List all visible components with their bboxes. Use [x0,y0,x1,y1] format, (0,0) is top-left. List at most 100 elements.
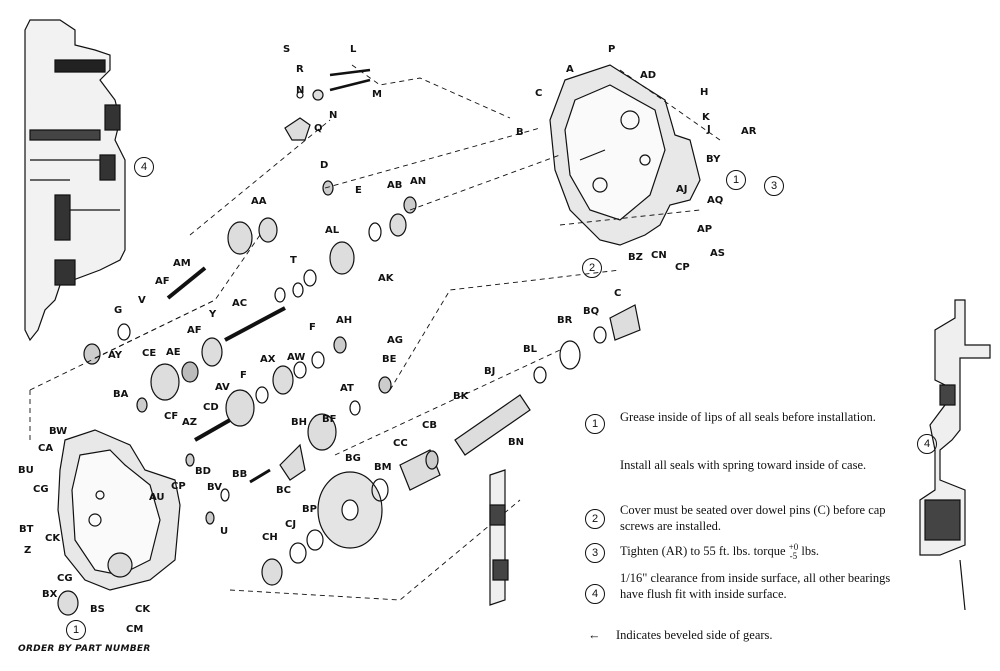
part-label-cd: CD [203,402,219,413]
shift-parts-group [284,68,371,141]
part-label-au: AU [149,492,165,503]
part-label-y: Y [208,309,217,320]
part-label-av: AV [215,382,230,393]
part-label-ce: CE [142,348,156,359]
part-label-ag: AG [387,335,403,346]
part-label-ae: AE [166,347,181,358]
part-label-ap: AP [697,224,712,235]
part-label-ck: CK [135,604,151,615]
part-label-r: R [296,64,304,75]
case-cross-section-left [24,19,126,342]
part-label-b: B [516,127,524,138]
note-number-3: 3 [585,543,605,563]
part-label-q: Q [314,123,323,134]
part-label-bn: BN [508,437,524,448]
case-cross-section-right [919,299,991,611]
note-1-text: Grease inside of lips of all seals befor… [620,410,876,424]
part-label-bh: BH [291,417,307,428]
part-label-ak: AK [378,273,395,284]
part-label-bj: BJ [484,366,495,377]
part-label-cg: CG [33,484,49,495]
arrow-legend-text: Indicates beveled side of gears. [616,628,773,642]
callout-4-topleft: 4 [134,157,154,177]
part-label-bu: BU [18,465,34,476]
part-label-bt: BT [19,524,34,535]
case-cover-right [549,64,701,246]
part-label-cf: CF [164,411,178,422]
callout-1-right: 1 [726,170,746,190]
part-label-cj: CJ [285,519,296,530]
part-label-cc: CC [393,438,408,449]
part-label-by: BY [706,154,721,165]
part-label-be: BE [382,354,397,365]
part-label-l: L [350,44,357,55]
part-label-j: J [706,124,711,135]
part-label-ad: AD [640,70,656,81]
part-label-bs: BS [90,604,105,615]
part-label-al: AL [325,225,340,236]
part-label-ar: AR [741,126,757,137]
part-label-bm: BM [374,462,392,473]
part-label-n: N [296,85,304,96]
part-label-bk: BK [453,391,470,402]
note-seal-text: Install all seals with spring toward ins… [620,458,867,472]
part-label-aj: AJ [676,184,687,195]
part-label-ac: AC [232,298,247,309]
part-label-f: F [309,322,316,333]
part-label-bg: BG [345,453,361,464]
part-label-at: AT [340,383,354,394]
part-label-cn: CN [651,250,667,261]
part-label-ax: AX [260,354,276,365]
part-label-ab: AB [387,180,402,191]
part-label-p: P [608,44,615,55]
part-label-cp: CP [171,481,186,492]
arrow-legend: ←Indicates beveled side of gears. [588,628,773,643]
part-label-aa: AA [251,196,267,207]
part-label-e: E [355,185,362,196]
part-label-c: C [535,88,542,99]
part-label-a: A [566,64,574,75]
part-label-br: BR [557,315,573,326]
gears-shafts [83,180,641,586]
part-label-bp: BP [302,504,317,515]
note-3-text-after: lbs. [798,544,820,558]
callout-3-right: 3 [764,176,784,196]
part-label-ah: AH [336,315,352,326]
tolerance-plus: +0 [788,542,799,553]
part-label-ca: CA [38,443,53,454]
callout-4-right: 4 [917,434,937,454]
part-label-h: H [700,87,708,98]
note-number-4: 4 [585,584,605,604]
part-label-bz: BZ [628,252,643,263]
part-label-k: K [702,112,711,123]
part-label-cb: CB [422,420,437,431]
part-label-bd: BD [195,466,211,477]
part-label-cl: CL [0,0,14,3]
part-label-an: AN [410,176,426,187]
part-label-cg: CG [57,573,73,584]
note-3-text-before: Tighten (AR) to 55 ft. lbs. torque [620,544,789,558]
part-label-bv: BV [207,482,222,493]
part-label-bq: BQ [583,306,599,317]
part-label-n: N [329,110,337,121]
note-2-text: Cover must be seated over dowel pins (C)… [620,503,886,533]
part-label-bw: BW [49,426,67,437]
part-label-aw: AW [287,352,305,363]
callout-2-right: 2 [582,258,602,278]
part-label-v: V [138,295,146,306]
note-number-2: 2 [585,509,605,529]
part-label-ay: AY [108,350,123,361]
note-3-text: Tighten (AR) to 55 ft. lbs. torque +0-5 … [620,543,920,561]
part-label-f: F [240,370,247,381]
part-label-cp: CP [675,262,690,273]
part-label-aq: AQ [707,195,723,206]
part-label-ck: CK [45,533,61,544]
part-label-m: M [372,89,382,100]
part-label-bl: BL [523,344,538,355]
part-label-af: AF [187,325,202,336]
part-label-u: U [220,526,228,537]
part-label-as: AS [710,248,725,259]
part-label-az: AZ [182,417,197,428]
part-label-bb: BB [232,469,247,480]
